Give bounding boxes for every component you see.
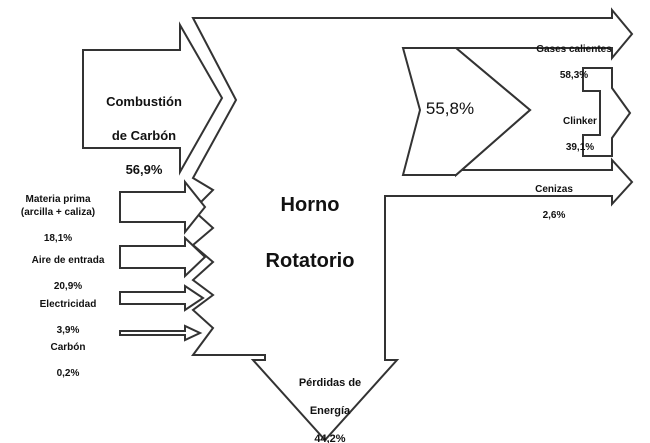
kiln-title-line2: Rotatorio	[265, 250, 355, 272]
electricidad-arrow	[119, 284, 205, 312]
input-aire-value: 20,9%	[53, 281, 83, 292]
aire-entrada-arrow	[119, 235, 207, 279]
recovered-value: 55,8%	[425, 99, 475, 118]
recovered-heat-arrow	[401, 47, 532, 176]
input-carbon-name: Carbón	[50, 342, 86, 353]
output-gases-name: Gases calientes	[536, 44, 612, 55]
input-carbon-label: Carbón 0,2%	[22, 328, 114, 393]
kiln-title-line1: Horno	[280, 194, 340, 216]
input-materia-prima-name: Materia prima (arcilla + caliza)	[20, 194, 96, 218]
combustion-arrow	[82, 21, 224, 176]
input-materia-prima-value: 18,1%	[43, 233, 73, 244]
clinker-arrow	[582, 67, 632, 157]
output-cenizas-name: Cenizas	[535, 184, 573, 195]
kiln-body-flow	[191, 7, 634, 442]
combustion-value: 56,9%	[125, 162, 163, 177]
losses-line1: Pérdidas de	[298, 377, 362, 389]
losses-label: Pérdidas de Energía 44,2%	[290, 362, 370, 443]
losses-line2: Energía	[309, 405, 351, 417]
input-materia-prima-label: Materia prima (arcilla + caliza) 18,1%	[2, 180, 114, 258]
input-aire-label: Aire de entrada 20,9%	[18, 241, 118, 306]
carbon-arrow	[119, 324, 203, 342]
combustion-label: Combustión de Carbón 56,9%	[98, 76, 190, 195]
output-cenizas-value: 2,6%	[542, 210, 566, 221]
losses-value: 44,2%	[314, 433, 346, 443]
output-clinker-label: Clinker 39,1%	[545, 102, 615, 167]
output-gases-label: Gases calientes 58,3%	[522, 30, 626, 95]
kiln-title: Horno Rotatorio	[245, 163, 375, 303]
input-electricidad-name: Electricidad	[39, 299, 97, 310]
output-clinker-name: Clinker	[563, 116, 597, 127]
materia-prima-arrow	[119, 179, 207, 235]
input-electricidad-label: Electricidad 3,9%	[20, 285, 116, 350]
combustion-line2: de Carbón	[111, 128, 177, 143]
combustion-line1: Combustión	[106, 94, 182, 109]
output-gases-value: 58,3%	[559, 70, 589, 81]
output-clinker-value: 39,1%	[565, 142, 595, 153]
output-cenizas-label: Cenizas 2,6%	[518, 170, 590, 235]
input-carbon-value: 0,2%	[56, 368, 80, 379]
input-aire-name: Aire de entrada	[31, 255, 105, 266]
input-electricidad-value: 3,9%	[56, 325, 80, 336]
